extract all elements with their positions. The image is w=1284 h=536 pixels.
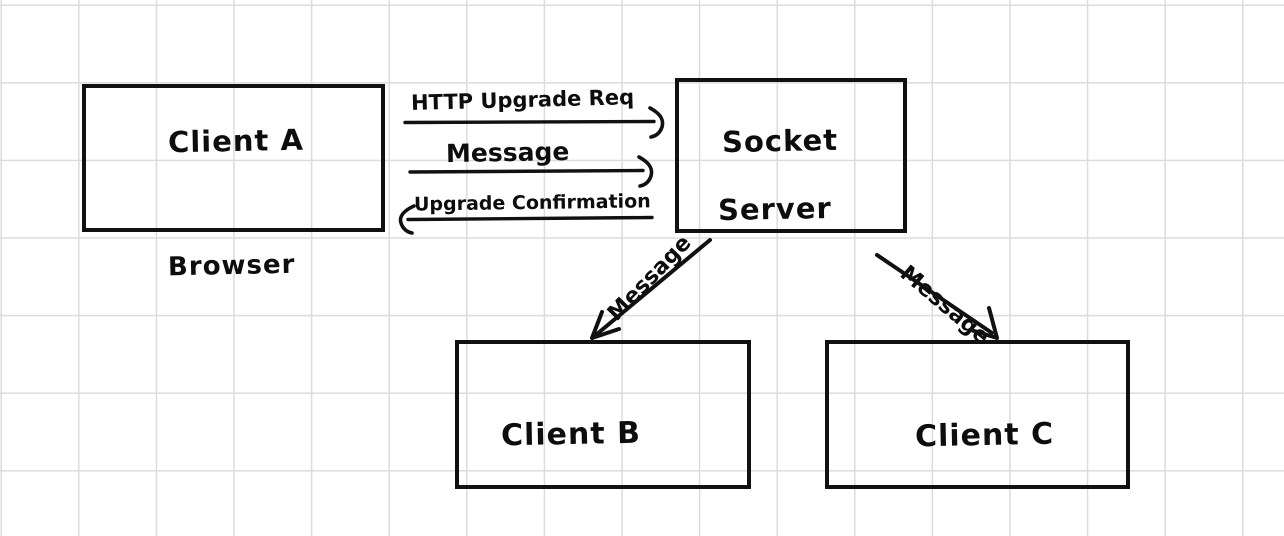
node-box-socket-server[interactable] — [675, 78, 907, 233]
edge-label-message-to-client-c: Message — [894, 260, 995, 350]
node-box-client-c[interactable] — [825, 340, 1130, 489]
node-label-client-c: Client C — [914, 416, 1055, 455]
edge-label-http-upgrade-req: HTTP Upgrade Req — [410, 85, 635, 115]
node-label-socket-server-line1: Socket — [721, 122, 839, 160]
edge-label-message-to-client-b: Message — [603, 230, 697, 327]
node-box-client-b[interactable] — [455, 340, 751, 489]
node-label-client-a: Client A — [167, 122, 305, 160]
node-box-client-a[interactable] — [82, 84, 385, 232]
edge-label-upgrade-confirmation: Upgrade Confirmation — [413, 190, 651, 216]
node-label-client-b: Client B — [500, 415, 642, 454]
edge-label-message-a-to-server: Message — [445, 136, 570, 169]
node-label-socket-server-line2: Server — [717, 190, 833, 228]
node-caption-browser: Browser — [167, 249, 296, 283]
